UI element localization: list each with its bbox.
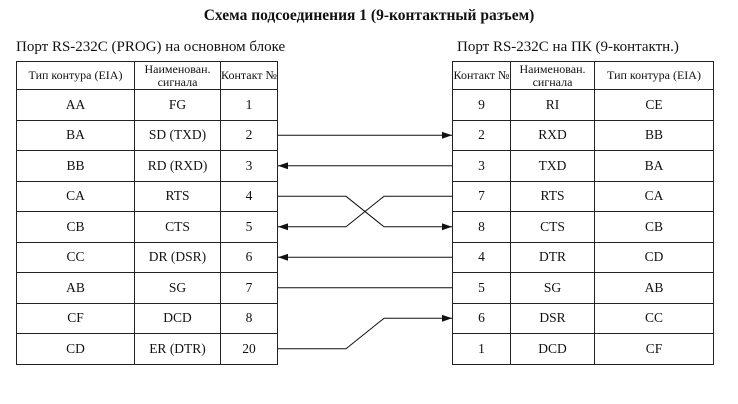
table-cell: SD (TXD): [134, 119, 221, 151]
table-cell: 1: [452, 333, 511, 365]
table-cell: BB: [16, 150, 135, 182]
table-cell: FG: [134, 89, 221, 121]
table-cell: 6: [220, 241, 278, 273]
table-cell: BA: [16, 119, 135, 151]
table-cell: 20: [220, 333, 278, 365]
table-cell: DTR: [510, 241, 595, 273]
table-header-row: Контакт № Наименован. сигнала Тип контур…: [452, 61, 714, 90]
table-cell: ER (DTR): [134, 333, 221, 365]
header-cell: Контакт №: [452, 61, 511, 90]
table-cell: CE: [594, 89, 714, 121]
table-cell: 9: [452, 89, 511, 121]
header-cell: Тип контура (EIA): [594, 61, 714, 90]
table-cell: 8: [452, 211, 511, 243]
table-cell: CD: [16, 333, 135, 365]
table-cell: DCD: [510, 333, 595, 365]
table-cell: CF: [594, 333, 714, 365]
table-cell: DSR: [510, 302, 595, 334]
header-cell: Тип контура (EIA): [16, 61, 135, 90]
right-block-label: Порт RS-232C на ПК (9-контактн.): [457, 39, 679, 55]
connection-wire: [278, 195, 452, 231]
connection-wire: [278, 314, 452, 350]
table-cell: 7: [452, 180, 511, 212]
header-cell: Наименован. сигнала: [510, 61, 595, 90]
table-cell: AB: [16, 272, 135, 304]
header-cell: Контакт №: [220, 61, 278, 90]
table-cell: 3: [220, 150, 278, 182]
table-cell: BB: [594, 119, 714, 151]
table-cell: RTS: [134, 180, 221, 212]
table-cell: 3: [452, 150, 511, 182]
table-cell: AA: [16, 89, 135, 121]
table-cell: RI: [510, 89, 595, 121]
table-cell: CB: [594, 211, 714, 243]
table-cell: AB: [594, 272, 714, 304]
table-cell: CTS: [510, 211, 595, 243]
table-cell: CA: [16, 180, 135, 212]
right-port-table: Контакт № Наименован. сигнала Тип контур…: [452, 61, 714, 365]
table-cell: 1: [220, 89, 278, 121]
left-port-table: Тип контура (EIA) Наименован. сигнала Ко…: [16, 61, 278, 365]
table-header-row: Тип контура (EIA) Наименован. сигнала Ко…: [16, 61, 278, 90]
table-cell: CC: [594, 302, 714, 334]
left-block-label: Порт RS-232C (PROG) на основном блоке: [16, 39, 286, 55]
header-cell: Наименован. сигнала: [134, 61, 221, 90]
table-cell: DR (DSR): [134, 241, 221, 273]
diagram-title: Схема подсоединения 1 (9-контактный разъ…: [203, 7, 535, 24]
